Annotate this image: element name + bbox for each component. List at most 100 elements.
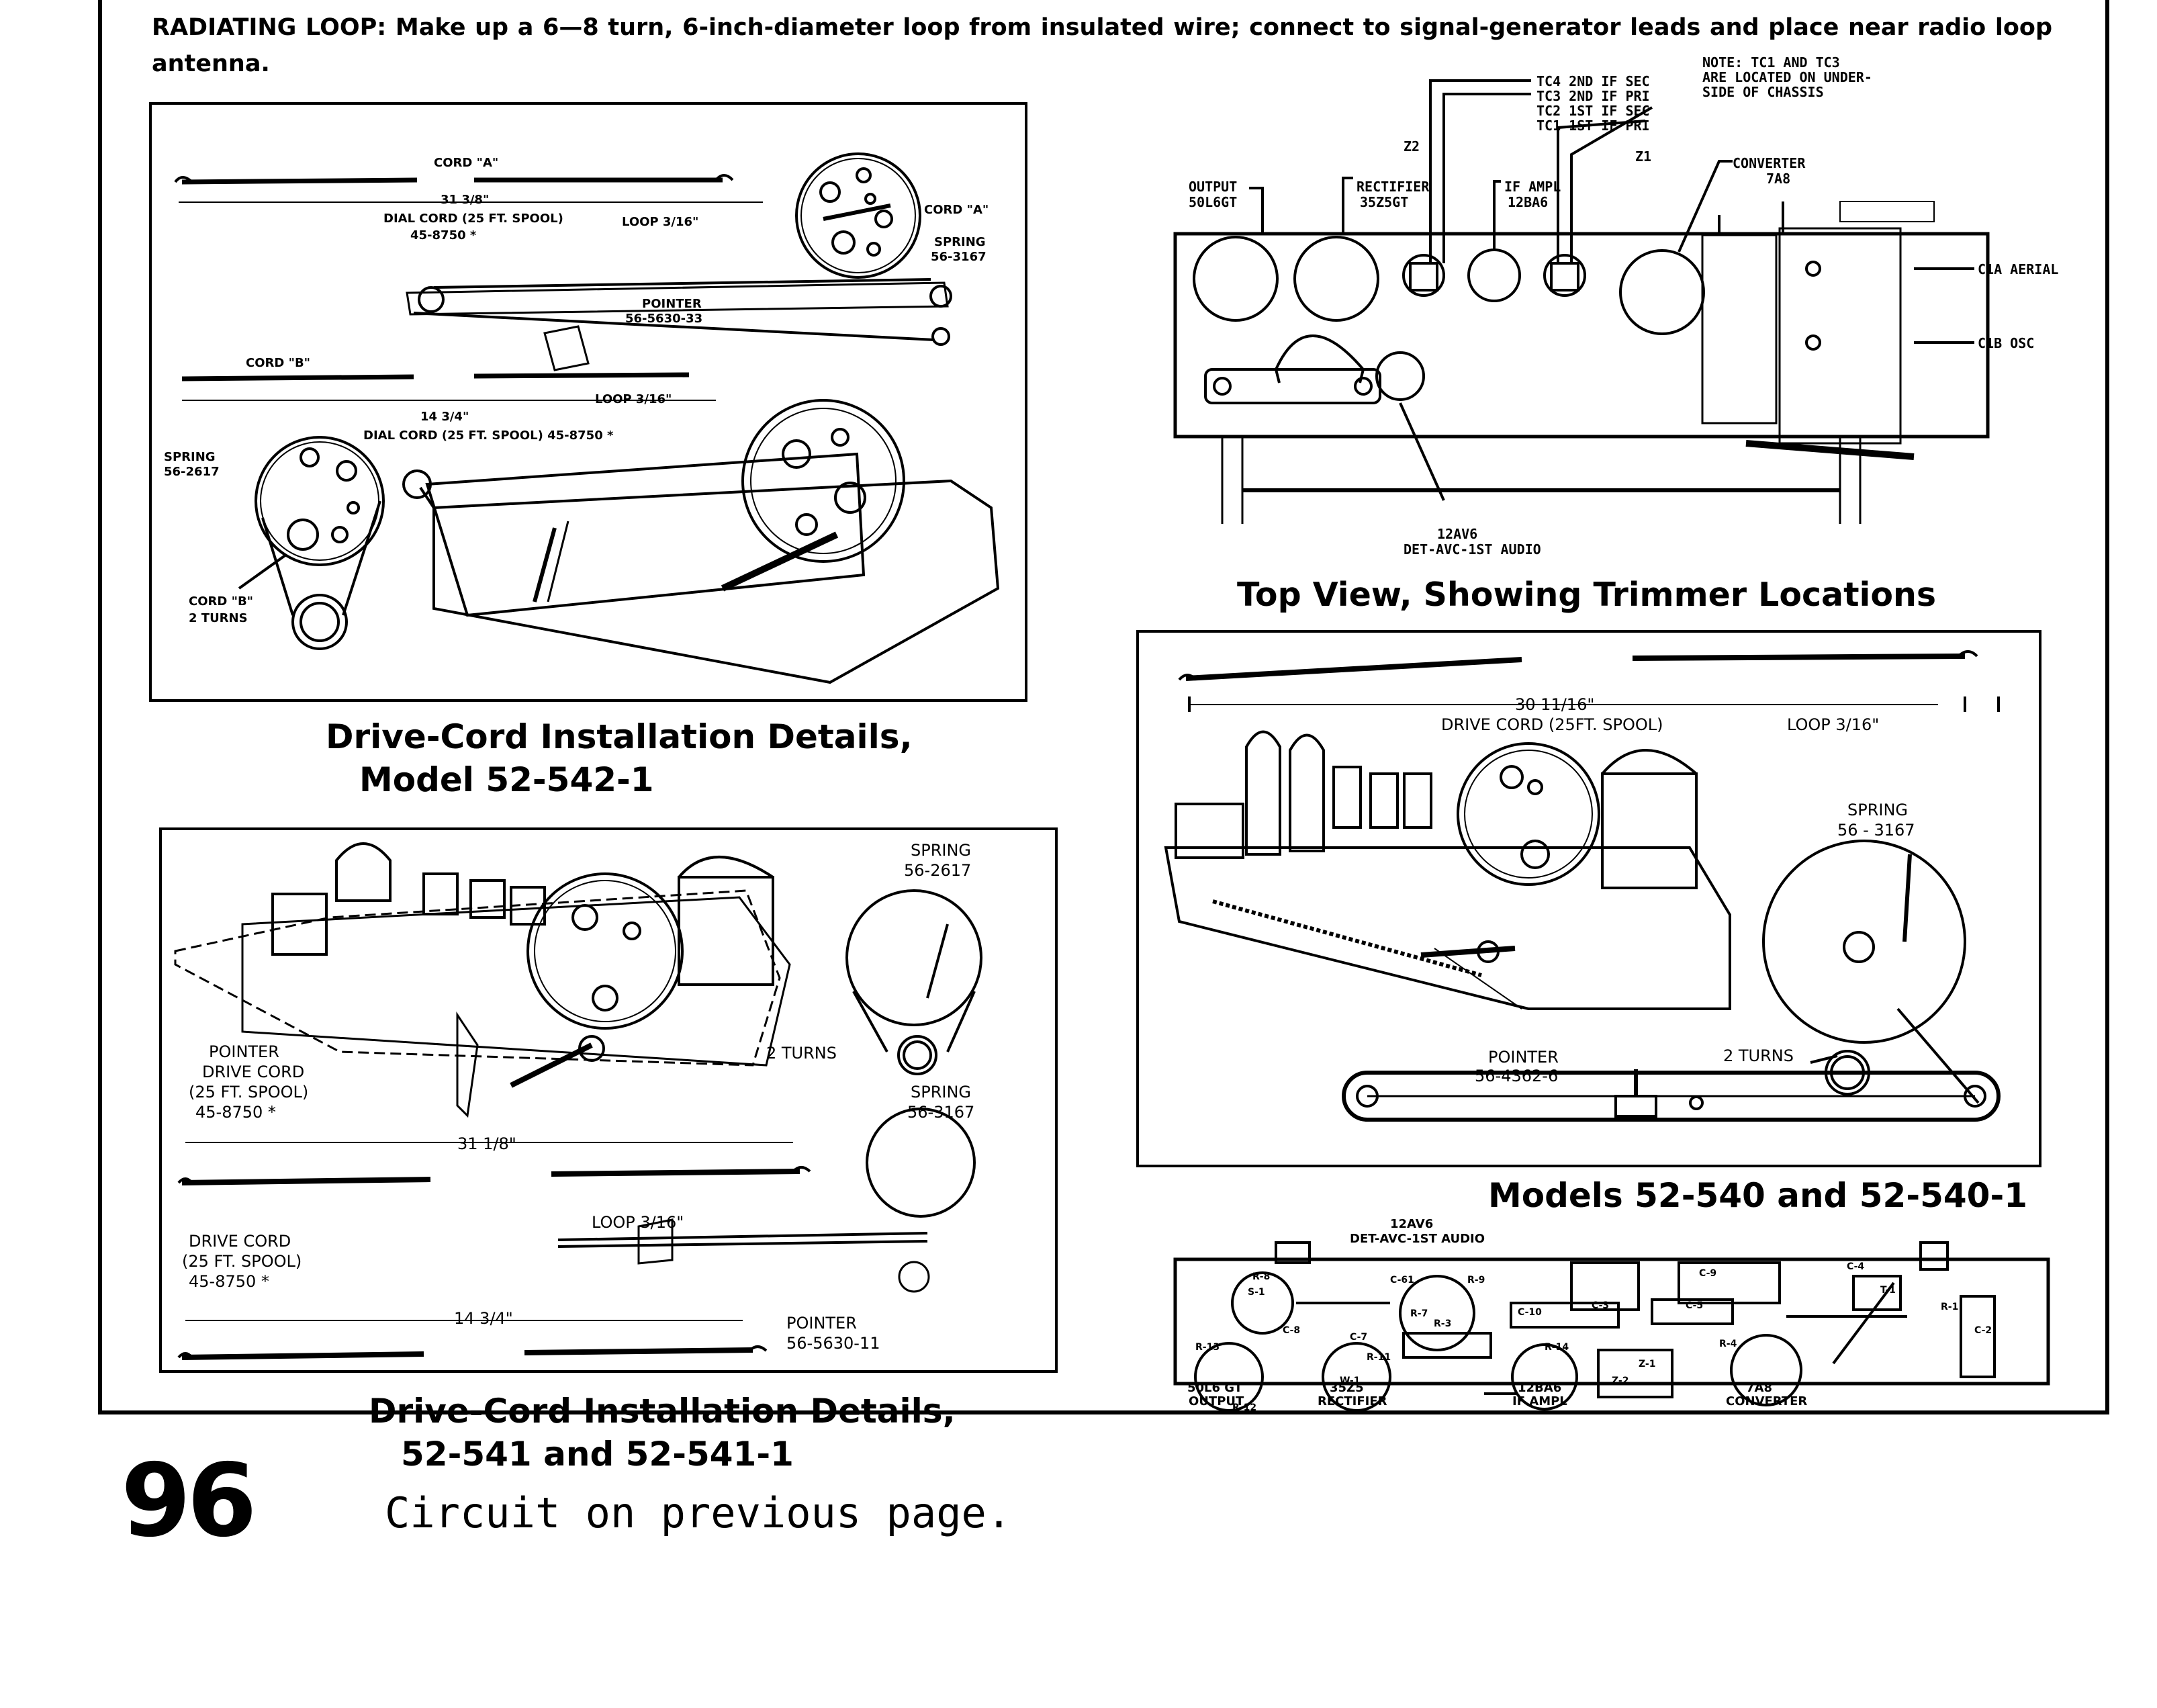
cord-a-right: CORD "A" (924, 203, 989, 217)
rect-label: RECTIFIER (1318, 1394, 1387, 1408)
caption-fig2-line2: 52-541 and 52-541-1 (401, 1435, 794, 1474)
cord-b-label: CORD "B" (246, 356, 310, 370)
pointer-part: 56-5630-33 (625, 312, 702, 326)
component-label: R-1 (1941, 1302, 1958, 1312)
component-label: C-4 (1847, 1261, 1864, 1272)
cord-b-turns-label: CORD "B" (189, 594, 253, 609)
c1b-label: C1B OSC (1978, 335, 2034, 351)
loop-label: LOOP 3/16" (592, 1213, 684, 1232)
note-line2: ARE LOCATED ON UNDER- (1702, 69, 1872, 85)
rect-tube: 35Z5 (1330, 1381, 1364, 1395)
component-label: Z-1 (1639, 1359, 1655, 1369)
component-label: C-2 (1974, 1325, 1992, 1336)
note-line3: SIDE OF CHASSIS (1702, 84, 1824, 100)
caption-fig1-line1: Drive-Cord Installation Details, (326, 717, 913, 756)
c1a-label: C1A AERIAL (1978, 261, 2058, 277)
cord-a-length: 31 3/8" (441, 193, 489, 207)
fig1-drawing: CORD "A" 31 3/8" DIAL CORD (25 FT. SPOOL… (164, 152, 1000, 684)
turns: 2 TURNS (766, 1044, 837, 1063)
caption-fig3: Top View, Showing Trimmer Locations (1237, 576, 1937, 614)
loop-a: LOOP 3/16" (622, 215, 698, 229)
length-14-3-4: 14 3/4" (454, 1309, 513, 1328)
z2-label: Z2 (1404, 138, 1420, 154)
component-label: R-14 (1545, 1342, 1569, 1353)
figure-top-view: TC4 2ND IF SEC TC3 2ND IF PRI TC2 1ST IF… (1142, 54, 2068, 564)
figure-models-52-540: 30 11/16" DRIVE CORD (25FT. SPOOL) LOOP … (1136, 630, 2041, 1167)
component-label: R-9 (1467, 1275, 1485, 1286)
conv-tube: 7A8 (1746, 1381, 1772, 1395)
drive-cord-label: DRIVE CORD (25FT. SPOOL) (1441, 715, 1663, 734)
loop-b: LOOP 3/16" (595, 392, 672, 406)
component-label: R-3 (1434, 1318, 1451, 1329)
det-label: DET-AVC-1ST AUDIO (1350, 1232, 1485, 1246)
component-label: C-8 (1283, 1325, 1300, 1336)
caption-fig4: Models 52-540 and 52-540-1 (1488, 1176, 2028, 1215)
det-label: DET-AVC-1ST AUDIO (1404, 541, 1541, 557)
fig3-drawing: TC4 2ND IF SEC TC3 2ND IF PRI TC2 1ST IF… (1173, 54, 2058, 557)
spring-b: SPRING (164, 450, 216, 464)
component-label: C-3 (1592, 1300, 1609, 1311)
drive-cord-label: DRIVE CORD (202, 1063, 304, 1081)
spring1-part: 56-2617 (904, 861, 971, 880)
pointer-label: POINTER (1488, 1048, 1559, 1067)
turns-label: 2 TURNS (1723, 1046, 1794, 1065)
spool2-label: (25 FT. SPOOL) (182, 1252, 302, 1271)
pointer-part: 56-4362-6 (1475, 1067, 1558, 1085)
pointer2-label: POINTER (786, 1314, 857, 1333)
spool-label: (25 FT. SPOOL) (189, 1083, 308, 1102)
dial-cord-b: DIAL CORD (25 FT. SPOOL) 45-8750 * (363, 429, 614, 443)
z1-label: Z1 (1635, 148, 1651, 165)
cord-b-turns: 2 TURNS (189, 611, 248, 625)
footer-note: Circuit on previous page. (385, 1488, 1012, 1537)
component-label: S-1 (1248, 1287, 1265, 1298)
component-label: R-12 (1232, 1402, 1256, 1410)
spring2: SPRING (911, 1083, 971, 1102)
if-tube: 12BA6 (1518, 1381, 1561, 1395)
fig5-drawing: 12AV6 DET-AVC-1ST AUDIO 50L6 GT OUTPUT 3… (1173, 1217, 2050, 1410)
figure-chassis-underside: 12AV6 DET-AVC-1ST AUDIO 50L6 GT OUTPUT 3… (1168, 1216, 2062, 1410)
drive-cord-length: 30 11/16" (1515, 695, 1594, 714)
spring-a-part: 56-3167 (931, 250, 986, 264)
page-border (98, 0, 2109, 1414)
spring1: SPRING (911, 841, 971, 860)
rectifier-tube: 35Z5GT (1360, 194, 1408, 210)
spring-part: 56 - 3167 (1837, 821, 1915, 840)
component-label: R-4 (1719, 1339, 1737, 1349)
cord-a-label: CORD "A" (434, 156, 498, 170)
if-tube: 12BA6 (1508, 194, 1548, 210)
tc1-label: TC1 1ST IF PRI (1536, 118, 1650, 134)
component-label: R-13 (1195, 1342, 1220, 1353)
converter-tube: 7A8 (1766, 171, 1790, 187)
spring-b-part: 56-2617 (164, 465, 220, 479)
note-line1: NOTE: TC1 AND TC3 (1702, 54, 1840, 71)
det-tube: 12AV6 (1437, 526, 1477, 542)
fig4-drawing: 30 11/16" DRIVE CORD (25FT. SPOOL) LOOP … (1164, 650, 2001, 1122)
component-label: W-1 (1340, 1376, 1360, 1386)
dial-cord-a: DIAL CORD (25 FT. SPOOL) (383, 212, 563, 226)
pointer: POINTER (642, 297, 702, 311)
converter-label: CONVERTER (1733, 155, 1806, 171)
tc3-label: TC3 2ND IF PRI (1536, 88, 1650, 104)
component-label: R-8 (1252, 1271, 1270, 1282)
tc4-label: TC4 2ND IF SEC (1536, 73, 1650, 89)
component-label: T-1 (1880, 1285, 1896, 1296)
caption-fig1-line2: Model 52-542-1 (359, 760, 654, 799)
pointer2-part: 56-5630-11 (786, 1334, 880, 1353)
if-ampl-label: IF AMPL (1504, 179, 1561, 195)
component-label: C-5 (1686, 1300, 1703, 1311)
component-label: C-7 (1350, 1332, 1367, 1343)
part-a: 45-8750 * (410, 228, 477, 242)
drive-cord2-label: DRIVE CORD (189, 1232, 291, 1251)
tc2-label: TC2 1ST IF SEC (1536, 103, 1650, 119)
radiating-loop-instructions: RADIATING LOOP: Make up a 6—8 turn, 6-in… (152, 14, 2052, 77)
caption-fig2-line1: Drive-Cord Installation Details, (369, 1392, 956, 1431)
page-number: 96 (121, 1443, 257, 1560)
spring-label: SPRING (1847, 801, 1908, 819)
component-label: C-61 (1390, 1275, 1414, 1286)
out-label: OUTPUT (1189, 1394, 1244, 1408)
if-label: IF AMPL (1512, 1394, 1567, 1408)
cord-b-length: 14 3/4" (420, 410, 469, 424)
component-label: C-10 (1518, 1307, 1542, 1318)
rectifier-label: RECTIFIER (1357, 179, 1430, 195)
